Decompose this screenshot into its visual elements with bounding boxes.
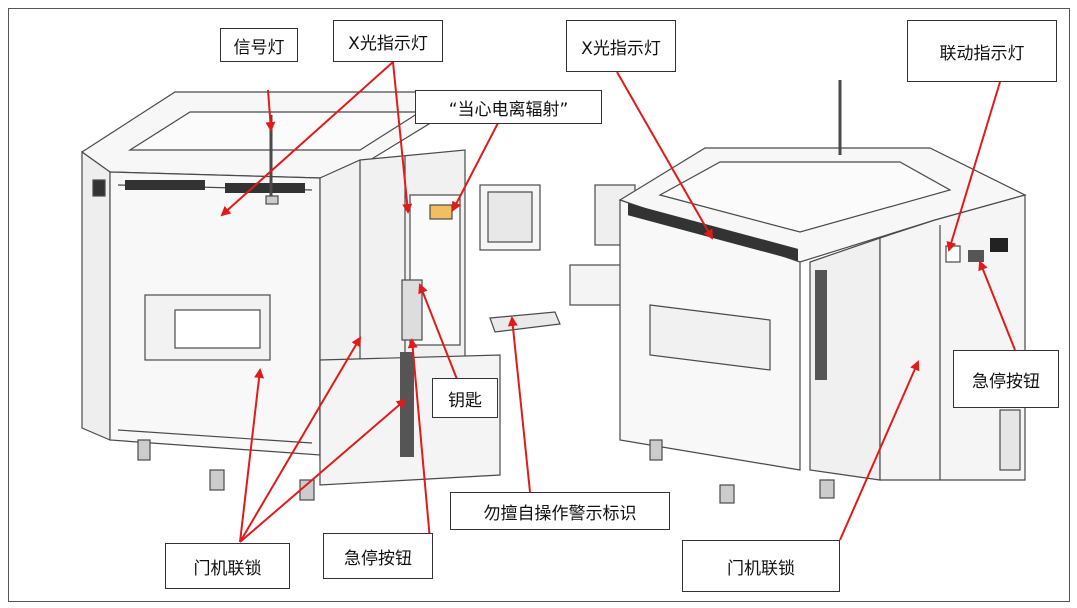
label-door-interlock-right: 门机联锁 [682, 540, 840, 592]
label-interlock-indicator: 联动指示灯 [907, 20, 1057, 82]
label-signal-light: 信号灯 [220, 28, 298, 62]
label-radiation-warning: “当心电离辐射” [415, 90, 602, 124]
label-no-unauthorized-operation: 勿擅自操作警示标识 [450, 492, 670, 530]
right-machine [618, 80, 1027, 504]
label-emergency-stop-right: 急停按钮 [953, 350, 1059, 408]
label-emergency-stop-center: 急停按钮 [323, 533, 433, 579]
warning-sign-icon [429, 204, 453, 220]
label-xray-indicator-right: X光指示灯 [566, 20, 676, 72]
label-door-interlock-left: 门机联锁 [165, 543, 290, 589]
figure-frame [8, 8, 1070, 602]
label-xray-indicator-left: X光指示灯 [333, 20, 443, 62]
callout-arrows [220, 61, 1016, 543]
label-key: 钥匙 [432, 378, 498, 418]
